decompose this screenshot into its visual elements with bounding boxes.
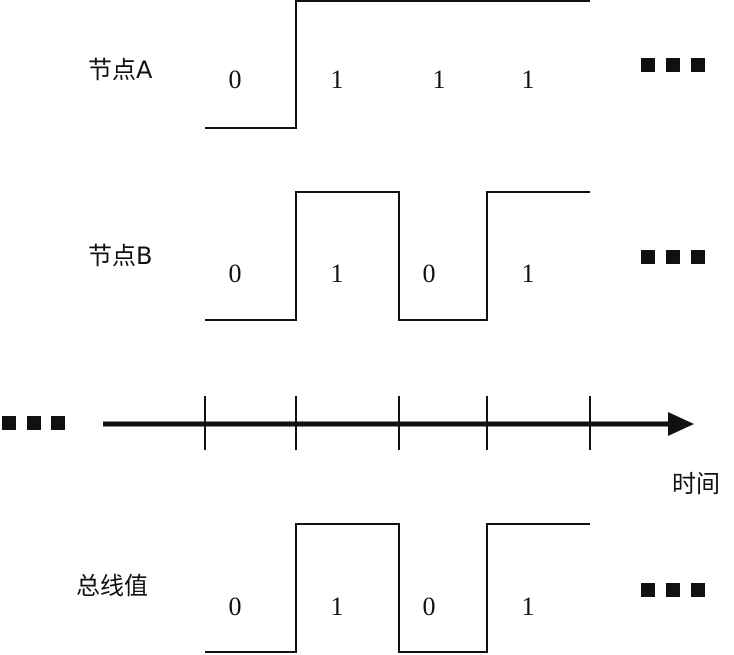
node-b-row: 节点B 0 1 0 1 [88,191,705,321]
bus-bit-3: 0 [423,592,436,621]
bus-bit-1: 0 [229,592,242,621]
bus-value-row: 总线值 0 1 0 1 [76,523,705,653]
node-b-bit-1: 0 [229,259,242,288]
bus-value-ellipsis-icon [641,583,705,597]
node-b-bit-4: 1 [522,259,535,288]
time-axis: 时间 [2,396,720,498]
bus-bit-2: 1 [331,592,344,621]
axis-left-ellipsis-icon [2,416,65,430]
node-b-bit-3: 0 [423,259,436,288]
bus-value-label: 总线值 [76,572,148,600]
node-a-bit-3: 1 [433,65,446,94]
node-b-bit-2: 1 [331,259,344,288]
node-b-waveform [205,191,590,321]
node-a-waveform [205,0,590,129]
node-a-row: 节点A 0 1 1 1 [88,0,705,129]
node-a-bit-1: 0 [229,65,242,94]
node-b-ellipsis-icon [641,250,705,264]
node-b-label: 节点B [88,242,152,270]
node-a-ellipsis-icon [641,58,705,72]
node-a-bit-4: 1 [522,65,535,94]
node-a-bit-2: 1 [331,65,344,94]
time-axis-label: 时间 [672,470,720,498]
bus-value-waveform [205,523,590,653]
time-axis-arrowhead-icon [668,412,694,436]
node-a-label: 节点A [88,56,153,84]
bus-bit-4: 1 [522,592,535,621]
